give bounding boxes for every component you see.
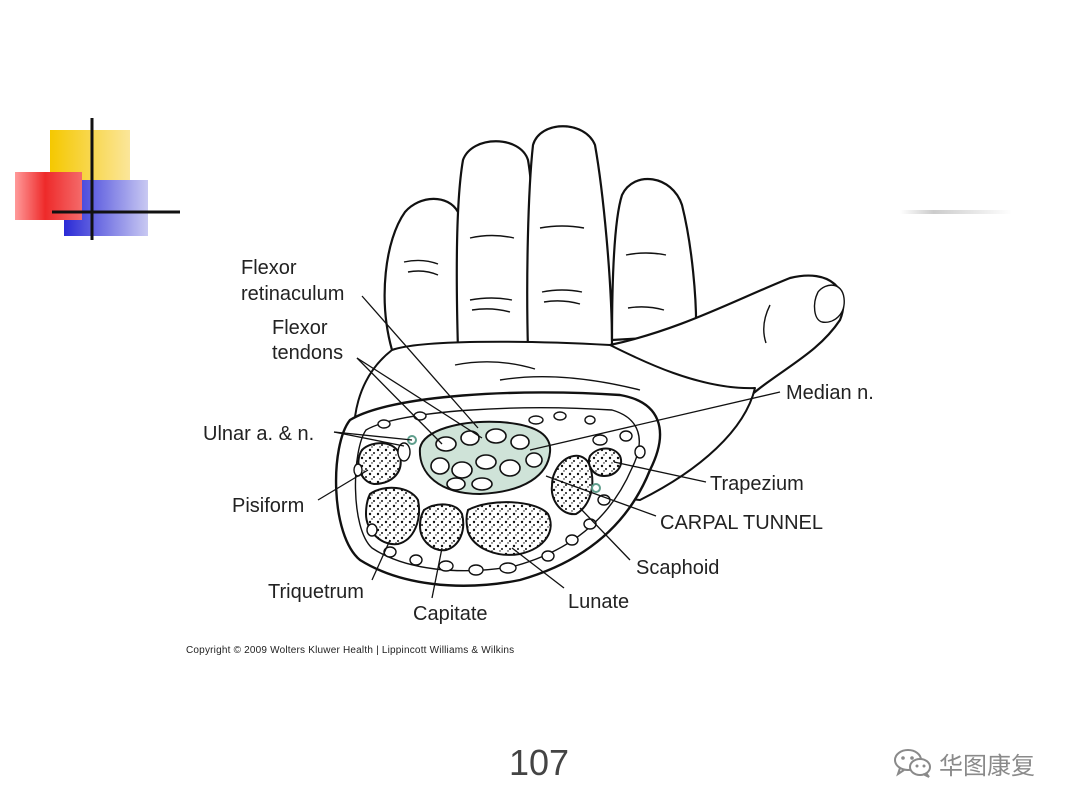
label-flexor-tendons-line1: Flexor [272,317,328,339]
capitate-bone [420,504,463,550]
wechat-icon [893,747,933,779]
label-triquetrum: Triquetrum [268,581,364,603]
label-flexor-retinaculum-line2: retinaculum [241,283,344,305]
label-ulnar: Ulnar a. & n. [203,423,314,445]
watermark-text: 华图康复 [939,746,1035,781]
lunate-bone [467,502,551,555]
little-finger [385,199,467,355]
page-number: 107 [509,742,569,784]
pisiform-bone [358,443,400,484]
copyright-notice: Copyright © 2009 Wolters Kluwer Health |… [186,645,514,656]
label-lunate: Lunate [568,591,629,613]
label-median-nerve: Median n. [786,382,874,404]
ring-finger [457,141,534,355]
label-trapezium: Trapezium [710,473,804,495]
watermark: 华图康复 [893,746,1035,780]
index-finger [612,179,696,340]
label-carpal-tunnel: CARPAL TUNNEL [660,512,823,534]
label-flexor-tendons-line2: tendons [272,342,343,364]
label-flexor-retinaculum-line1: Flexor [241,257,297,279]
label-pisiform: Pisiform [232,495,304,517]
label-capitate: Capitate [413,603,488,625]
wrist-cross-section [336,392,660,585]
label-scaphoid: Scaphoid [636,557,719,579]
middle-finger [527,126,612,350]
